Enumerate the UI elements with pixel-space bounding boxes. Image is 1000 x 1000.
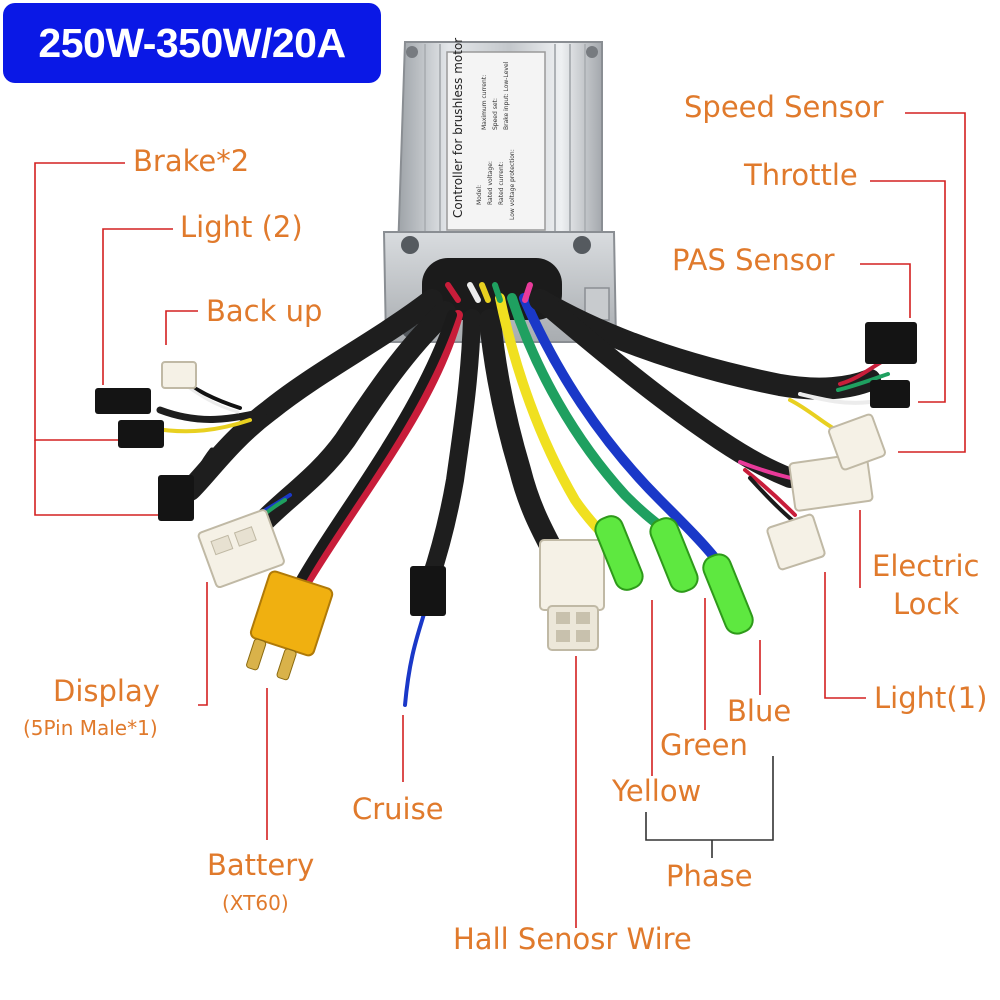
label-hall-sensor-wire: Hall Senosr Wire xyxy=(453,922,692,956)
connectors xyxy=(95,322,917,681)
light1-connector-icon xyxy=(766,513,826,571)
label-display: Display xyxy=(53,674,160,708)
phase-bracket xyxy=(645,756,774,841)
leader-light2 xyxy=(102,228,173,385)
spec-badge-text: 250W-350W/20A xyxy=(38,19,346,66)
leader-light1 xyxy=(824,572,866,699)
backup-connector-icon xyxy=(161,361,197,389)
controller-header-text: Controller for brushless motor xyxy=(451,38,465,218)
label-battery-sub: (XT60) xyxy=(222,891,289,915)
label-light1: Light(1) xyxy=(874,681,988,715)
label-yellow: Yellow xyxy=(612,774,702,808)
phase-bullet-connector-icon xyxy=(594,515,754,635)
throttle-connector-icon xyxy=(870,380,910,408)
label-blue: Blue xyxy=(727,694,792,728)
spec-left-2: Rated voltage: xyxy=(487,161,494,205)
spec-left-3: Rated current: xyxy=(498,162,505,205)
spec-left-1: Model: xyxy=(476,185,483,205)
label-cruise: Cruise xyxy=(352,792,444,826)
label-light2: Light (2) xyxy=(180,210,303,244)
leader-pas-sensor xyxy=(860,263,911,318)
leader-backup xyxy=(165,310,198,345)
label-speed-sensor: Speed Sensor xyxy=(684,90,884,124)
label-display-sub: (5Pin Male*1) xyxy=(23,716,158,740)
hall-connector-icon xyxy=(539,539,605,651)
leader-lines xyxy=(34,112,966,928)
controller-label: Controller for brushless motor Model: Ra… xyxy=(451,38,516,220)
leader-throttle xyxy=(870,180,946,403)
label-battery: Battery xyxy=(207,848,315,882)
spec-right-3: Brake input: Low-Level xyxy=(503,61,510,130)
spec-right-1: Maximum current: xyxy=(481,75,488,130)
wire-harness xyxy=(148,282,890,707)
xt60-connector-icon xyxy=(246,570,334,681)
spec-right-2: Speed set: xyxy=(492,98,499,130)
leader-brake-2 xyxy=(34,440,158,516)
display-connector-icon xyxy=(197,509,285,589)
speed-sensor-connector-icon xyxy=(865,322,917,364)
label-throttle: Throttle xyxy=(744,158,858,192)
leader-display xyxy=(198,582,208,706)
spec-badge: 250W-350W/20A xyxy=(3,3,381,83)
leader-brake xyxy=(34,162,125,441)
label-electric-lock-1: Electric xyxy=(872,549,980,583)
label-brake: Brake*2 xyxy=(133,144,250,178)
label-pas-sensor: PAS Sensor xyxy=(672,243,835,277)
label-backup: Back up xyxy=(206,294,323,328)
label-electric-lock-2: Lock xyxy=(893,587,960,621)
cruise-connector-icon xyxy=(410,566,446,616)
label-phase: Phase xyxy=(666,859,753,893)
leader-speed-sensor xyxy=(898,112,966,453)
label-green: Green xyxy=(660,728,748,762)
pas-connector-icon xyxy=(827,413,887,471)
spec-left-4: Low voltage protection: xyxy=(509,149,516,220)
brake-connector-icon xyxy=(95,388,194,521)
